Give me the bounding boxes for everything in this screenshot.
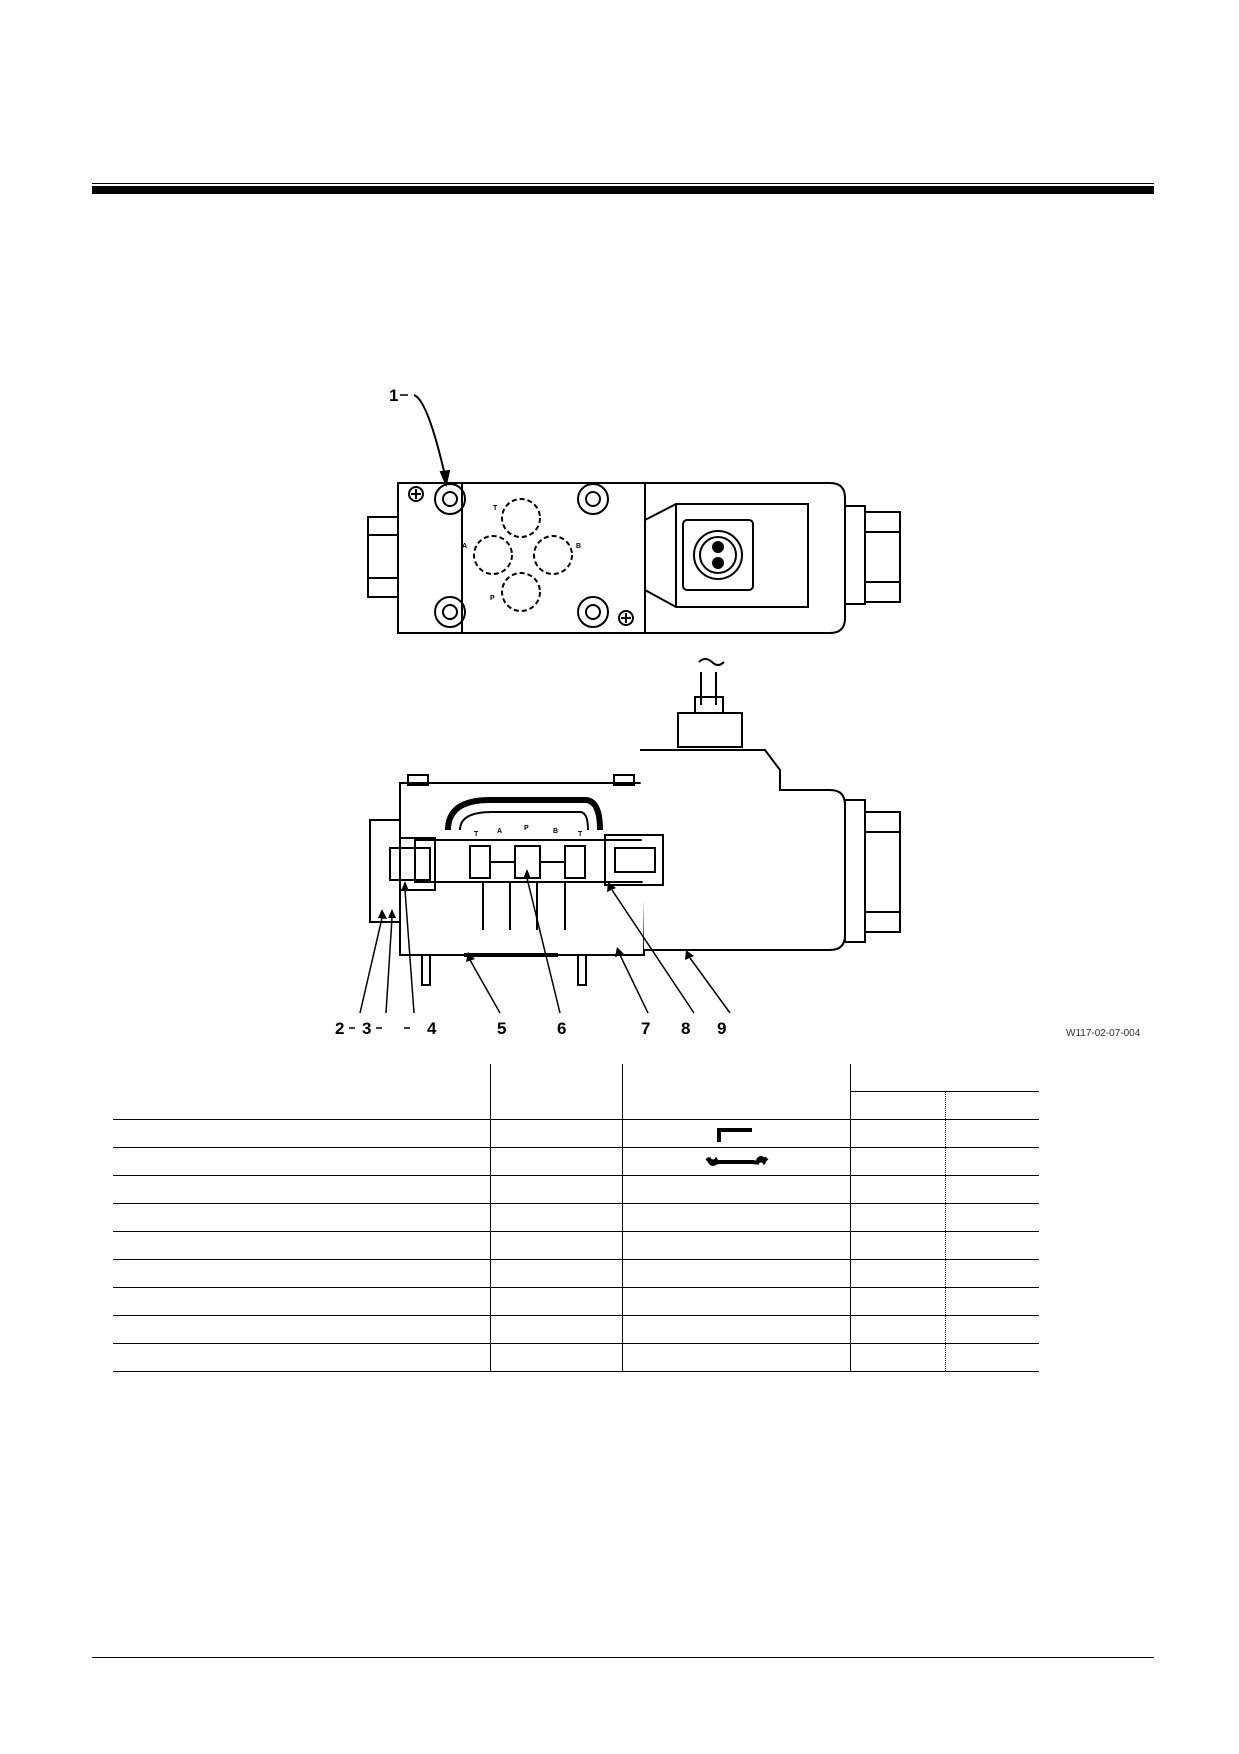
header-qty <box>490 1064 623 1120</box>
section-port-p: P <box>524 825 529 832</box>
table-row <box>113 1231 1039 1260</box>
header-torque-unit1 <box>850 1091 946 1120</box>
cell-part <box>113 1119 491 1148</box>
table-header-row <box>113 1064 1039 1120</box>
footer-rule <box>92 1657 1154 1658</box>
section-port-t1: T <box>474 831 479 838</box>
table-row <box>113 1259 1039 1288</box>
callout-7: 7 <box>641 1019 650 1038</box>
callout-2: 2 <box>335 1019 344 1038</box>
header-torque-unit2 <box>945 1091 1039 1120</box>
table-row <box>113 1287 1039 1316</box>
header-torque <box>850 1064 1039 1092</box>
callout-3: 3 <box>362 1019 371 1038</box>
port-label-a: A <box>462 543 467 550</box>
callout-4: 4 <box>427 1019 437 1038</box>
table-row <box>113 1175 1039 1204</box>
table-row <box>113 1343 1039 1372</box>
table-row <box>113 1203 1039 1232</box>
section-port-t2: T <box>578 831 583 838</box>
cell-torque2 <box>945 1119 1039 1148</box>
figure-reference: W117-02-07-004 <box>1066 1028 1141 1039</box>
cell-tool <box>622 1119 851 1148</box>
top-view <box>367 394 901 634</box>
callout-8: 8 <box>681 1019 690 1038</box>
port-label-p: P <box>490 595 495 602</box>
header-part-name <box>113 1064 491 1120</box>
section-port-a: A <box>497 828 502 835</box>
header-rule-thin <box>92 183 1154 184</box>
spec-table <box>113 1064 1039 1372</box>
section-port-b: B <box>553 828 558 835</box>
port-label-b: B <box>576 543 581 550</box>
callout-6: 6 <box>557 1019 566 1038</box>
hex-key-icon <box>716 1127 752 1142</box>
table-row <box>113 1119 1039 1148</box>
port-label-t: T <box>493 505 498 512</box>
cell-torque1 <box>850 1119 946 1148</box>
callout-5: 5 <box>497 1019 506 1038</box>
header-rule <box>92 186 1154 194</box>
wrench-icon <box>704 1154 768 1167</box>
section-view <box>359 658 901 1014</box>
callout-1: 1 <box>389 386 398 405</box>
cell-qty <box>490 1119 623 1148</box>
table-row <box>113 1315 1039 1344</box>
callout-9: 9 <box>717 1019 726 1038</box>
table-subheader-row <box>113 1091 1039 1120</box>
table-row <box>113 1147 1039 1176</box>
header-tool <box>622 1064 851 1120</box>
